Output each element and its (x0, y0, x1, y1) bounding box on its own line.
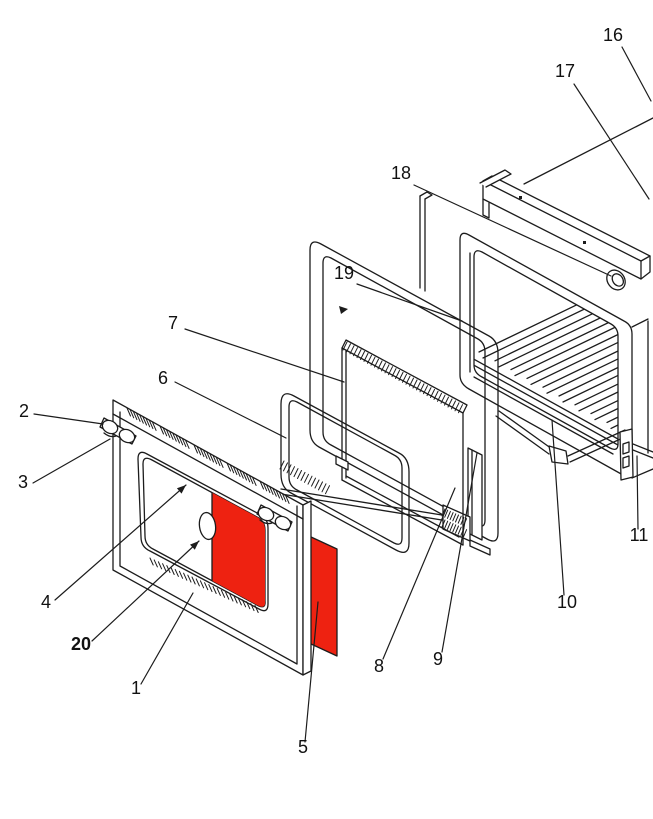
part-label-9: 9 (433, 649, 443, 669)
leader-arrowhead-4 (176, 485, 186, 494)
leader-line-6 (174, 381, 287, 439)
door-sight-oval (198, 511, 217, 541)
leader-line-1 (140, 592, 194, 685)
part-label-4: 4 (41, 592, 51, 612)
inner-door-frame (309, 241, 499, 542)
part-label-7: 7 (168, 313, 178, 333)
oven-right-side (631, 318, 653, 479)
part-label-8: 8 (374, 656, 384, 676)
part-label-3: 3 (18, 472, 28, 492)
leader-line-16 (621, 46, 652, 102)
part-label-10: 10 (557, 592, 577, 612)
leader-line-5 (304, 601, 319, 743)
part-label-19: 19 (334, 263, 354, 283)
part-label-2: 2 (19, 401, 29, 421)
leader-line-17 (573, 83, 650, 200)
leader-line-18 (413, 184, 612, 277)
leader-line-11 (636, 455, 639, 530)
hinge-knobs-left (99, 417, 137, 445)
oven-top-panel-edge (523, 117, 653, 185)
leader-line-4 (54, 484, 187, 601)
part-label-6: 6 (158, 368, 168, 388)
leader-line-3 (32, 438, 111, 484)
top-bar (479, 169, 651, 280)
door-side-face (302, 500, 312, 676)
middle-glass-frame (279, 393, 410, 553)
leader-line-8 (382, 487, 456, 660)
leader-line-7 (184, 328, 345, 383)
part-label-5: 5 (298, 737, 308, 757)
oven-body (419, 117, 653, 481)
leader-line-19 (356, 283, 463, 322)
labels-layer: 1 2 3 4 5 6 7 8 9 10 11 16 17 18 19 20 (18, 25, 652, 757)
side-bracket (619, 428, 634, 481)
door-top-band (112, 407, 304, 520)
oven-rear-post (419, 191, 433, 292)
part-label-17: 17 (555, 61, 575, 81)
part-label-18: 18 (391, 163, 411, 183)
leader-arrowhead-20 (190, 541, 199, 550)
part-label-20: 20 (71, 634, 91, 654)
door-window-rim (137, 451, 269, 612)
oven-floor-edge (473, 376, 614, 455)
oven-door (99, 399, 312, 676)
part-label-1: 1 (131, 678, 141, 698)
hinge-knobs-right (256, 504, 293, 532)
oven-front-frame-opening (473, 250, 619, 450)
part-label-16: 16 (603, 25, 623, 45)
door-inset-outline (119, 411, 298, 665)
leader-line-10 (551, 419, 565, 596)
leader-line-2 (33, 413, 104, 425)
leader-line-20 (91, 540, 200, 642)
part-label-11: 11 (630, 525, 649, 545)
leader-line-9 (441, 452, 478, 653)
bar-pin (606, 269, 626, 291)
oven-wire-rack (474, 268, 618, 446)
